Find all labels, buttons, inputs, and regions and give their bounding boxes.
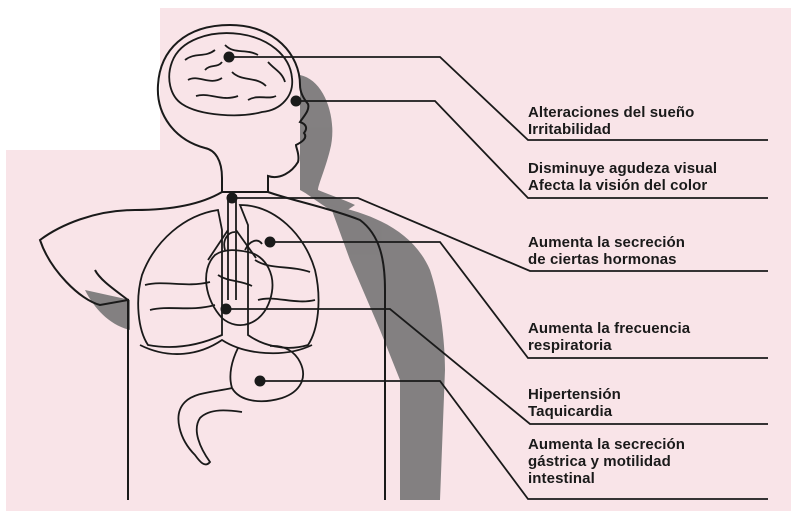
- marker-eye: [291, 96, 302, 107]
- label-gastric: Aumenta la secreción gástrica y motilida…: [528, 436, 783, 487]
- label-line: Aumenta la secreción: [528, 436, 783, 453]
- marker-lung: [265, 237, 276, 248]
- label-line: de ciertas hormonas: [528, 251, 783, 268]
- label-hypertension: Hipertensión Taquicardia: [528, 386, 783, 420]
- label-vision: Disminuye agudeza visual Afecta la visió…: [528, 160, 783, 194]
- label-line: Taquicardia: [528, 403, 783, 420]
- label-line: Hipertensión: [528, 386, 783, 403]
- label-line: Aumenta la frecuencia: [528, 320, 783, 337]
- marker-gland: [227, 193, 238, 204]
- label-line: Alteraciones del sueño: [528, 104, 783, 121]
- label-line: gástrica y motilidad: [528, 453, 783, 470]
- label-hormones: Aumenta la secreción de ciertas hormonas: [528, 234, 783, 268]
- label-line: Aumenta la secreción: [528, 234, 783, 251]
- label-line: Afecta la visión del color: [528, 177, 783, 194]
- label-sleep: Alteraciones del sueño Irritabilidad: [528, 104, 783, 138]
- marker-heart: [221, 304, 232, 315]
- background-notch: [0, 0, 160, 150]
- marker-brain: [224, 52, 235, 63]
- marker-stomach: [255, 376, 266, 387]
- label-line: intestinal: [528, 470, 783, 487]
- label-line: Irritabilidad: [528, 121, 783, 138]
- label-line: Disminuye agudeza visual: [528, 160, 783, 177]
- label-line: respiratoria: [528, 337, 783, 354]
- label-respiratory: Aumenta la frecuencia respiratoria: [528, 320, 783, 354]
